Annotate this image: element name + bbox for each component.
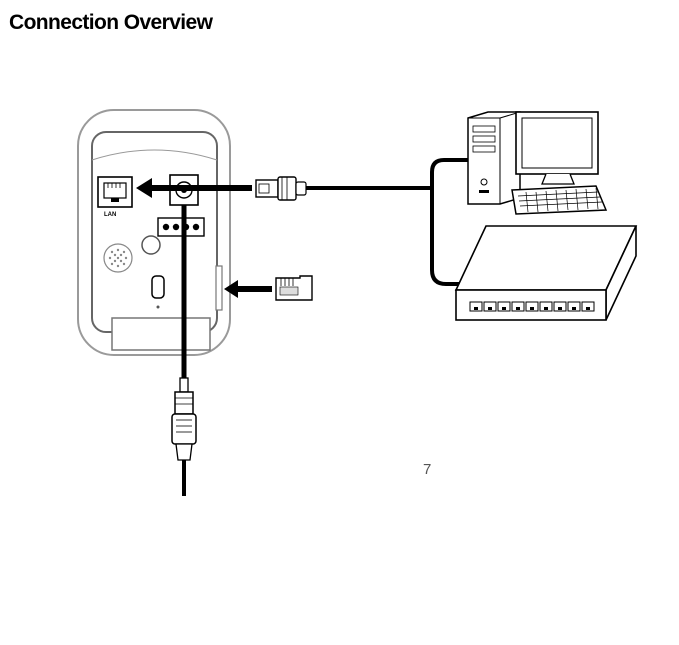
slot-icon (152, 276, 164, 298)
terminal-block-icon (158, 218, 204, 236)
lan-port-label: LAN (104, 212, 116, 218)
network-switch-icon (456, 226, 636, 320)
page-number: 7 (423, 462, 431, 477)
reset-button-icon (142, 236, 160, 254)
arrow-icon (224, 280, 272, 298)
microsd-card-icon (276, 276, 312, 300)
lan-port-icon (98, 177, 132, 207)
speaker-grille-icon (104, 244, 132, 272)
camera-rear-panel: LAN (78, 110, 230, 355)
rca-plug-icon (172, 378, 196, 496)
desktop-computer-icon (468, 112, 606, 214)
ethernet-cable-icon (256, 160, 468, 284)
